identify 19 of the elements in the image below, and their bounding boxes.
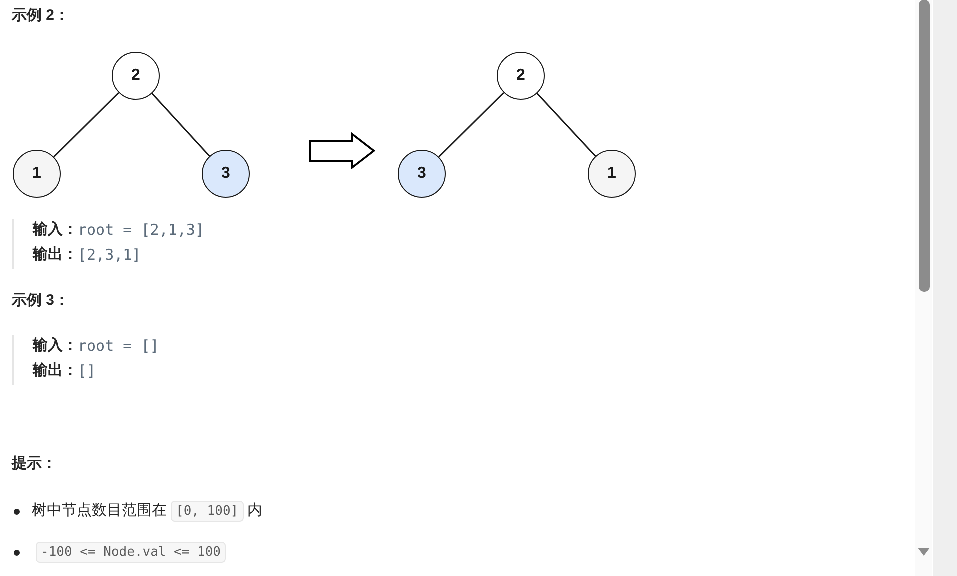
code-text: root = [] xyxy=(78,336,160,358)
inline-code: -100 <= Node.val <= 100 xyxy=(36,542,226,564)
tree-edge xyxy=(536,93,596,157)
code-text: root = [2,1,3] xyxy=(78,220,204,242)
field-label: 输入： xyxy=(33,220,78,240)
section-heading: 示例 3： xyxy=(12,291,70,312)
body-text: 树中节点数目范围在 xyxy=(32,501,167,522)
inline-code: [0, 100] xyxy=(171,500,244,522)
field-label: 输入： xyxy=(33,336,78,356)
section-heading: 提示： xyxy=(12,454,57,474)
tree-edge xyxy=(54,92,120,158)
body-text: 内 xyxy=(248,501,263,522)
tree-edge xyxy=(152,93,210,157)
tree-edge xyxy=(438,92,504,158)
code-text: [] xyxy=(78,361,96,382)
field-label: 输出： xyxy=(33,361,78,382)
field-label: 输出： xyxy=(33,245,78,266)
code-text: [2,3,1] xyxy=(78,245,142,266)
section-heading: 示例 2： xyxy=(12,6,70,26)
